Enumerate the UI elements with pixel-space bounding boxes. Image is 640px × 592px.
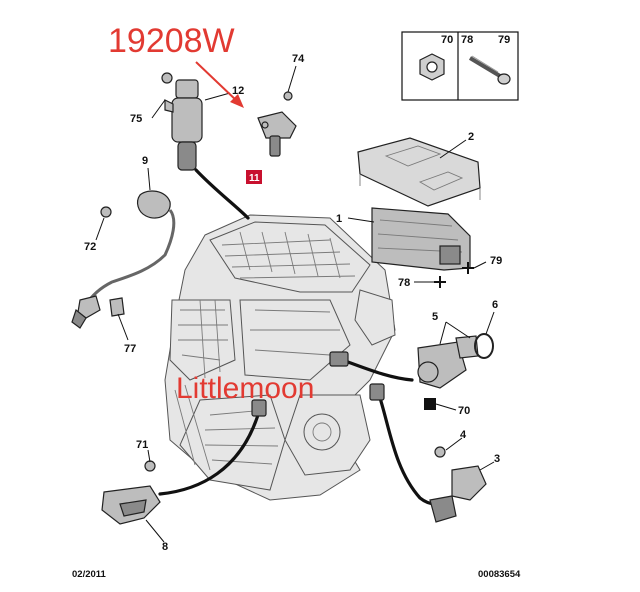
watermark-brand-text: Littlemoon	[176, 372, 314, 405]
callout-72: 72	[84, 241, 96, 253]
callout-4: 4	[460, 429, 467, 441]
engine-block	[164, 214, 396, 501]
bracket-8	[101, 460, 161, 525]
sensor-3	[429, 446, 487, 523]
leader-lines	[95, 65, 495, 543]
footer-reference: 00083654	[478, 569, 521, 580]
legend-label-78: 78	[461, 34, 473, 46]
thermostat-housing-5	[417, 333, 494, 389]
callout-75: 75	[130, 113, 142, 125]
connector-clip-70	[424, 398, 436, 410]
callout-70: 70	[458, 405, 470, 417]
callout-8: 8	[162, 541, 168, 553]
callout-11: 11	[249, 173, 260, 184]
callout-2: 2	[468, 131, 474, 143]
flange-nut-icon	[419, 53, 445, 81]
hardware-legend-box: 70 78 79	[401, 31, 519, 101]
legend-label-79: 79	[498, 34, 510, 46]
callout-77: 77	[124, 343, 136, 355]
bolt-screw-icon	[468, 55, 511, 85]
callout-78: 78	[398, 277, 410, 289]
callout-79: 79	[490, 255, 502, 267]
harness-connectors	[251, 351, 385, 417]
red-arrow-icon	[195, 61, 244, 108]
callout-12: 12	[232, 85, 244, 97]
solenoid-valve-12	[161, 72, 203, 171]
camshaft-sensor-11	[257, 91, 297, 157]
callout-1: 1	[336, 213, 342, 225]
footer-date: 02/2011	[72, 569, 107, 580]
ecu-1	[371, 207, 471, 271]
callout-11-box	[246, 170, 262, 184]
ecu-bracket-2	[357, 137, 481, 207]
callout-6: 6	[492, 299, 498, 311]
plus-markers	[434, 262, 474, 288]
legend-label-70: 70	[441, 34, 453, 46]
callout-74: 74	[292, 53, 305, 65]
callout-71: 71	[136, 439, 148, 451]
knock-sensor-9	[71, 190, 176, 329]
callout-9: 9	[142, 155, 148, 167]
callout-3: 3	[494, 453, 500, 465]
watermark-code-text: 19208W	[108, 22, 235, 60]
callout-5: 5	[432, 311, 438, 323]
